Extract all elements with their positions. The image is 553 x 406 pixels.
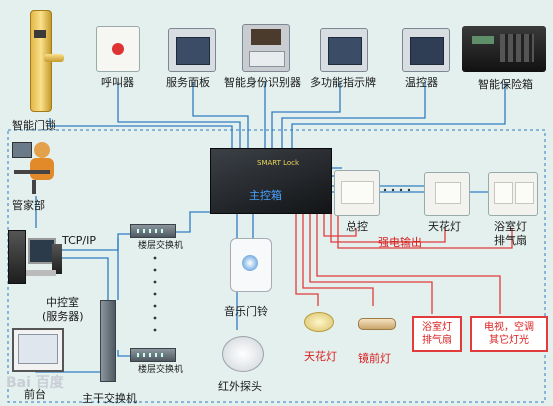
host-brand-label: SMART Lock: [257, 159, 300, 167]
safe-icon: [462, 26, 546, 72]
host-label: 主控箱: [249, 189, 282, 202]
butler-label: 管家部: [12, 199, 45, 212]
thermostat-icon: [402, 28, 450, 72]
id-reader-icon: [242, 24, 290, 72]
host-box-icon: SMART Lock 主控箱: [210, 148, 332, 214]
power-wires: [295, 212, 513, 314]
bath-box-line-1: 浴室灯: [422, 322, 452, 333]
indicator-icon: [320, 28, 368, 72]
bath-fan-switch-icon: [488, 172, 538, 216]
mirror-lamp-label: 镜前灯: [358, 352, 391, 365]
front-desk-label: 前台: [24, 388, 46, 401]
floor-switch-label-2: 楼层交换机: [138, 365, 184, 375]
ir-probe-icon: [222, 336, 264, 372]
tcpip-label: TCP/IP: [62, 234, 96, 247]
ir-probe-label: 红外探头: [218, 380, 262, 393]
floor-switch-label-1: 楼层交换机: [138, 241, 184, 251]
master-switch-label: 总控: [346, 220, 368, 233]
ceiling-lamp-icon: [300, 308, 336, 336]
thermostat-label: 温控器: [405, 76, 438, 89]
ceiling-switch-icon: [424, 172, 470, 216]
mirror-lamp-icon: [356, 310, 396, 334]
master-switch-icon: [334, 170, 380, 216]
smart-lock-icon: [24, 10, 64, 114]
bath-fan-switch-label-2: 排气扇: [494, 234, 527, 247]
service-panel-label: 服务面板: [166, 76, 210, 89]
server-icon: [8, 230, 62, 286]
bath-fan-switch-label-1: 浴室灯: [494, 220, 527, 233]
tv-box-line-2: 其它灯光: [489, 335, 529, 346]
bath-box-line-2: 排气扇: [422, 335, 452, 346]
service-panel-icon: [168, 28, 216, 72]
call-button-icon: [96, 26, 140, 72]
dots: [153, 188, 411, 332]
ceiling-switch-label: 天花灯: [428, 220, 461, 233]
id-reader-label: 智能身份识别器: [224, 76, 301, 89]
main-switch-label: 主干交换机: [82, 392, 137, 405]
safe-label: 智能保险箱: [478, 78, 533, 91]
indicator-label: 多功能指示牌: [310, 76, 376, 89]
watermark: Bai 百度: [6, 375, 64, 391]
server-label: (服务器): [42, 310, 84, 323]
butler-icon: [8, 140, 58, 194]
main-switch-icon: [100, 300, 116, 382]
strong-output-label: 强电输出: [378, 236, 422, 249]
control-room-label: 中控室: [46, 296, 79, 309]
floor-switch-icon: [130, 224, 176, 238]
front-desk-icon: [12, 328, 64, 372]
call-button-label: 呼叫器: [101, 76, 134, 89]
tv-box-line-1: 电视，空调: [484, 322, 534, 333]
ceiling-lamp-label: 天花灯: [304, 350, 337, 363]
smart-lock-label: 智能门锁: [12, 119, 56, 132]
tv-ac-box: 电视，空调 其它灯光: [470, 316, 548, 352]
bath-fan-box: 浴室灯 排气扇: [412, 316, 462, 352]
doorbell-icon: [230, 238, 272, 292]
floor-switch-icon: [130, 348, 176, 362]
doorbell-label: 音乐门铃: [224, 305, 268, 318]
